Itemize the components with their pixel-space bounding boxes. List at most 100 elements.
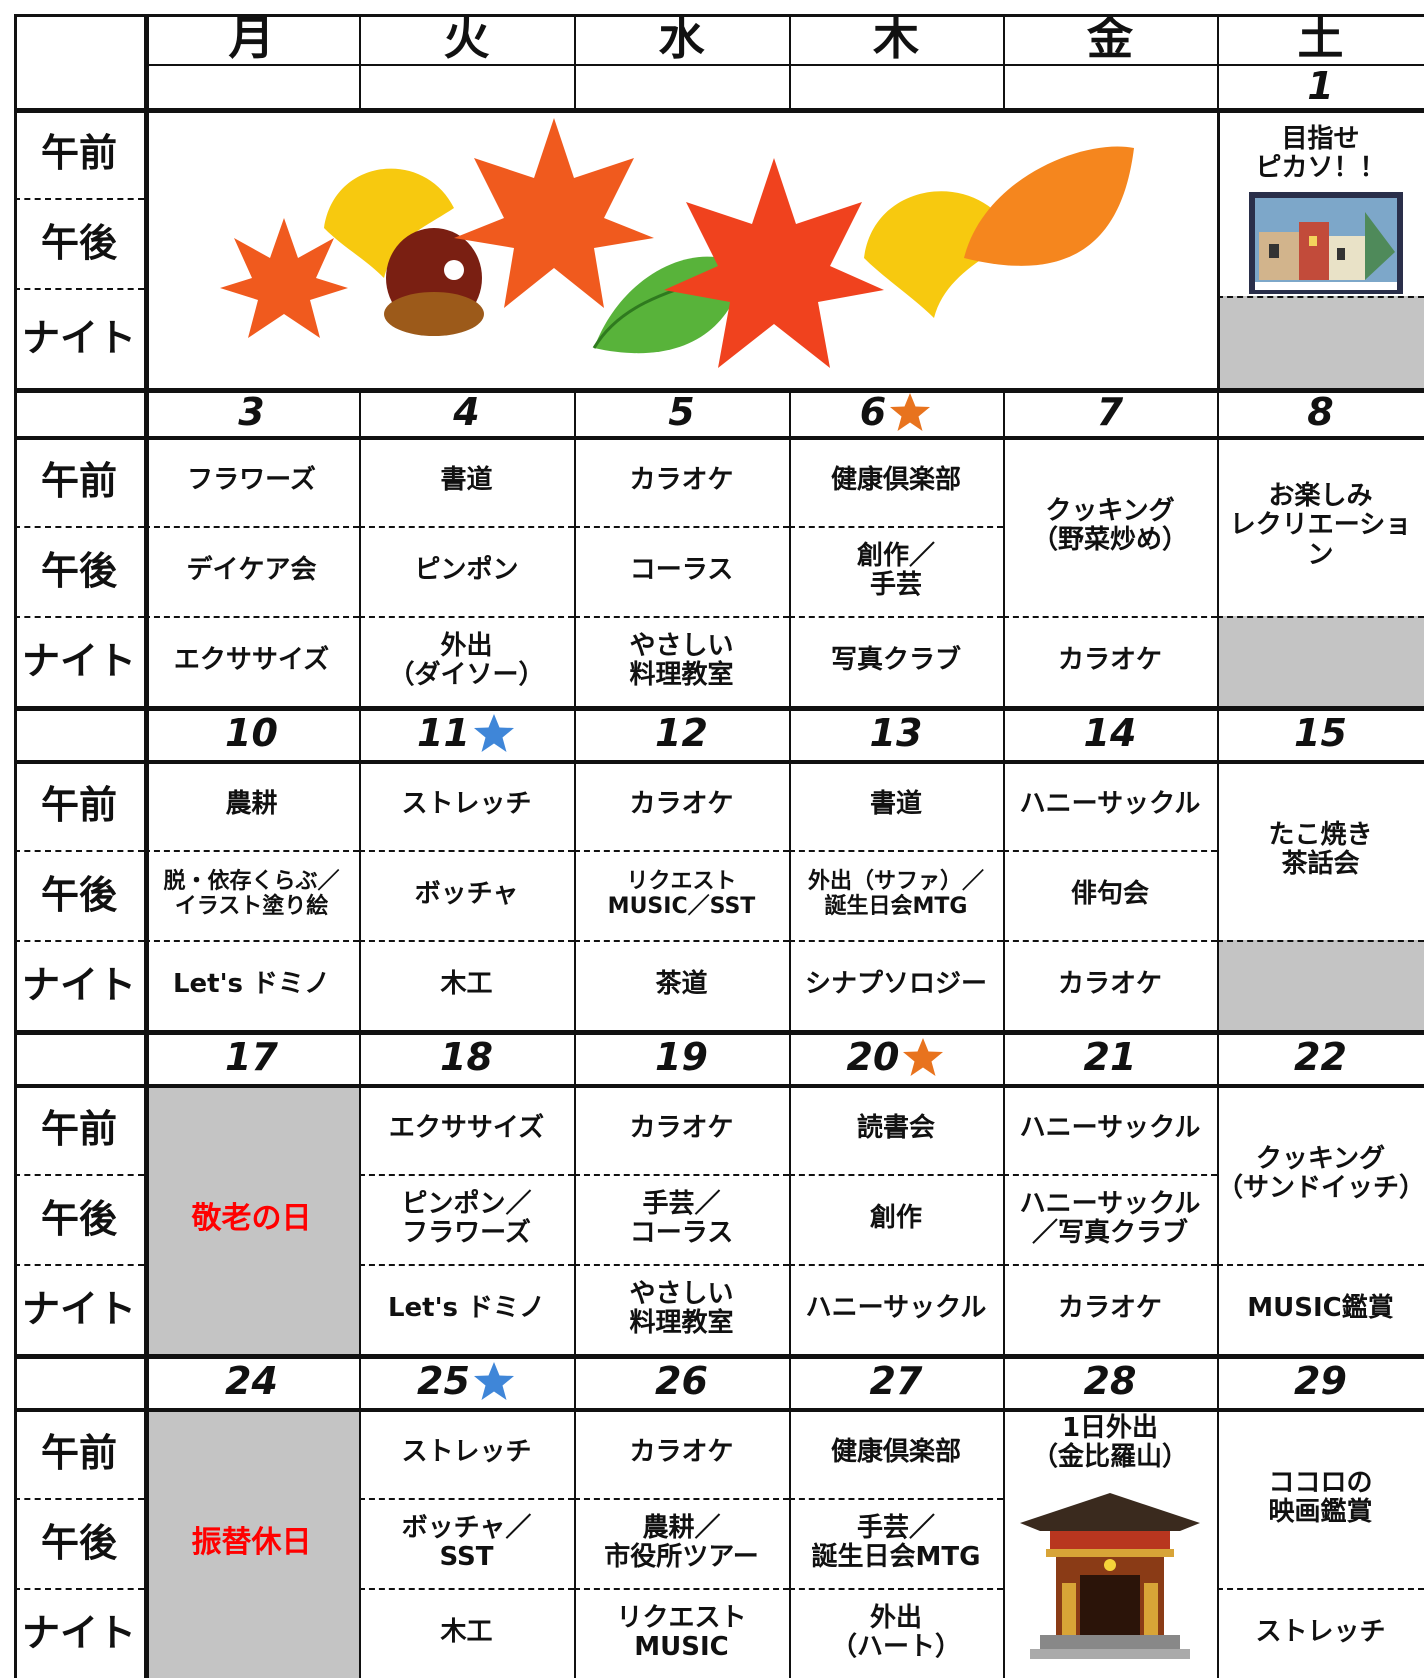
event-cell: 俳句会 xyxy=(1070,879,1149,910)
event-cell: コーラス xyxy=(629,555,734,586)
slot-divider xyxy=(14,616,144,618)
slot-label: ナイト xyxy=(21,1286,136,1331)
grid-line xyxy=(14,14,17,1678)
date-number: 3 xyxy=(144,388,359,436)
slot-label: ナイト xyxy=(21,962,136,1007)
slot-divider xyxy=(144,616,359,618)
slot-divider xyxy=(359,1588,574,1590)
event-cell: ストレッチ xyxy=(401,789,532,820)
grid-line xyxy=(1003,388,1005,1678)
date-label: 24 xyxy=(225,1358,278,1403)
event-cell: 書道 xyxy=(440,465,493,496)
date-number: 28 xyxy=(1003,1354,1217,1408)
shrine-gate-illustration xyxy=(1003,1478,1217,1678)
slot-divider xyxy=(1003,1174,1217,1176)
event-cell: 手芸／ コーラス xyxy=(629,1188,734,1248)
date-label: 11 xyxy=(417,710,470,755)
event-cell: ハニーサックル ／写真クラブ xyxy=(1019,1188,1201,1248)
event-cell: 書道 xyxy=(869,789,922,820)
slot-divider xyxy=(359,1174,574,1176)
week-divider xyxy=(14,436,1424,440)
date-number: 15 xyxy=(1217,706,1424,760)
date-label: 3 xyxy=(238,389,265,434)
slot-divider xyxy=(1217,1588,1424,1590)
weekday-header: 月 xyxy=(228,14,275,64)
week-divider xyxy=(14,760,1424,764)
date-label: 13 xyxy=(869,710,923,755)
event-cell: エクササイズ xyxy=(388,1113,545,1144)
slot-label: ナイト xyxy=(21,315,136,360)
event-cell: ストレッチ xyxy=(1255,1617,1386,1648)
star-icon xyxy=(903,1038,944,1076)
picasso-painting xyxy=(1245,190,1406,296)
event-cell: 外出 （ハート） xyxy=(830,1602,961,1662)
event-cell: ハニーサックル xyxy=(1019,789,1201,820)
slot-label: 午前 xyxy=(40,130,117,175)
event-cell: エクササイズ xyxy=(173,645,330,676)
grid-line xyxy=(789,14,791,108)
date-number: 11 xyxy=(359,706,574,760)
event-cell: 1日外出 （金比羅山） xyxy=(1031,1412,1188,1472)
slot-divider xyxy=(14,1588,144,1590)
event-cell: カラオケ xyxy=(629,1437,734,1468)
event-cell: 読書会 xyxy=(856,1113,935,1144)
event-cell: 外出（サファ）／ 誕生日会MTG xyxy=(807,869,984,919)
event-cell: MUSIC鑑賞 xyxy=(1247,1293,1394,1324)
slot-divider xyxy=(359,1498,574,1500)
date-number: 24 xyxy=(144,1354,359,1408)
event-cell: 健康倶楽部 xyxy=(830,1437,961,1468)
weekday-header: 金 xyxy=(1087,14,1133,64)
slot-label: 午後 xyxy=(40,1196,117,1241)
date-label: 8 xyxy=(1307,389,1334,434)
date-label: 6 xyxy=(859,389,887,434)
event-cell: 創作 xyxy=(869,1203,922,1234)
date-label: 14 xyxy=(1083,710,1137,755)
slot-divider xyxy=(1003,850,1217,852)
date-number: 12 xyxy=(574,706,789,760)
slot-divider xyxy=(789,1588,1003,1590)
grid-line xyxy=(144,14,149,1678)
slot-label: ナイト xyxy=(21,638,136,683)
event-cell: カラオケ xyxy=(1057,969,1162,1000)
event-cell: 農耕／ 市役所ツアー xyxy=(604,1512,759,1572)
star-icon xyxy=(890,393,931,431)
slot-divider xyxy=(574,940,789,942)
slot-divider xyxy=(1217,296,1424,298)
event-cell: 木工 xyxy=(440,969,493,1000)
slot-divider xyxy=(1003,940,1217,942)
event-cell: Let's ドミノ xyxy=(387,1293,546,1324)
event-cell: シナプソロジー xyxy=(804,969,987,1000)
event-cell: たこ焼き 茶話会 xyxy=(1268,819,1373,879)
event-cell: ピンポン／ フラワーズ xyxy=(401,1188,532,1248)
event-cell: やさしい 料理教室 xyxy=(629,1278,734,1338)
slot-divider xyxy=(789,940,1003,942)
slot-divider xyxy=(359,850,574,852)
event-cell: やさしい 料理教室 xyxy=(629,630,734,690)
holiday-cell: 敬老の日 xyxy=(144,1084,359,1354)
event-cell: 創作／ 手芸 xyxy=(856,540,935,600)
slot-divider xyxy=(789,1264,1003,1266)
empty-slot xyxy=(1217,616,1424,706)
slot-divider xyxy=(574,1264,789,1266)
week-divider xyxy=(14,1354,1424,1359)
slot-divider xyxy=(359,940,574,942)
slot-label: 午後 xyxy=(40,220,117,265)
date-number: 8 xyxy=(1217,388,1424,436)
slot-divider xyxy=(359,1264,574,1266)
date-number: 7 xyxy=(1003,388,1217,436)
slot-divider xyxy=(14,940,144,942)
date-number: 14 xyxy=(1003,706,1217,760)
grid-line xyxy=(1003,14,1005,108)
grid-line xyxy=(574,388,576,1678)
date-label: 12 xyxy=(655,710,708,755)
slot-label: 午後 xyxy=(40,548,117,593)
slot-divider xyxy=(144,850,359,852)
date-label: 5 xyxy=(668,389,695,434)
star-icon xyxy=(473,714,514,752)
date-number: 5 xyxy=(574,388,789,436)
date-label: 22 xyxy=(1294,1034,1347,1079)
date-number: 19 xyxy=(574,1030,789,1084)
date-number: 21 xyxy=(1003,1030,1217,1084)
event-cell: カラオケ xyxy=(629,465,734,496)
